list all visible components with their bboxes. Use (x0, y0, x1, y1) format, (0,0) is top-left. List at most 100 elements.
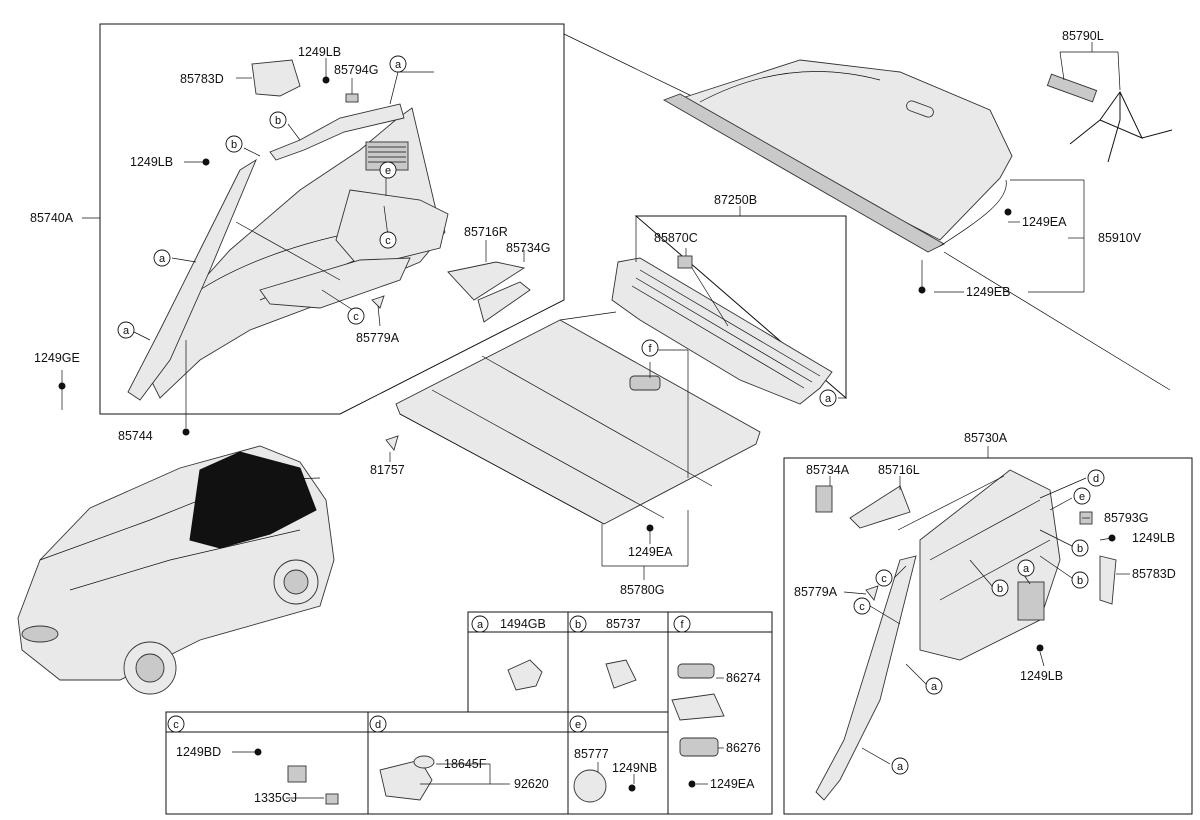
circle-marker-ring (1087, 469, 1105, 487)
circle-marker-b-right-3: b (991, 579, 1009, 597)
screw-1249NB (628, 784, 636, 792)
circle-marker-letter: b (231, 139, 237, 151)
lower-tray (259, 257, 411, 309)
part-label-85716R: 85716R (464, 225, 508, 239)
part-label-85779A-right: 85779A (794, 585, 838, 599)
circle-marker-ring (1071, 571, 1089, 589)
part-label-85910V: 85910V (1098, 231, 1142, 245)
cap-85777 (573, 769, 607, 803)
leader-lines-cargo-cover (921, 179, 1171, 391)
circle-marker-a-right-low: a (925, 677, 943, 695)
scuff-plate-ribs (631, 269, 821, 389)
circle-marker-letter: f (648, 343, 652, 355)
circle-marker-legend-b: b (569, 615, 587, 633)
part-label-87250B: 87250B (714, 193, 757, 207)
circle-marker-letter: f (680, 619, 684, 631)
part-label-legend-a-part: 1494GB (500, 617, 546, 631)
part-label-1249EA-floor: 1249EA (628, 545, 673, 559)
part-label-legend-d-18645F: 18645F (444, 757, 487, 771)
right-storage-pocket (1017, 581, 1045, 621)
leader-lines-toolkit (1059, 42, 1121, 91)
cargo-cover-tonneau (675, 59, 1013, 241)
circle-marker-letter: c (353, 311, 359, 323)
part-label-1249LB-left: 1249LB (130, 155, 173, 169)
part-label-1249EB: 1249EB (966, 285, 1010, 299)
part-label-1249LB-right-upper: 1249LB (1132, 531, 1175, 545)
vehicle-illustration (17, 445, 335, 695)
circle-marker-e-grille: e (379, 161, 397, 179)
legend-part-sketches (254, 659, 725, 805)
side-cover-85716L (849, 485, 911, 529)
nut-plate-sketch (287, 765, 307, 783)
circle-marker-ring (569, 715, 587, 733)
circle-marker-letter: c (859, 601, 865, 613)
upper-trim-strip (269, 103, 405, 161)
luggage-scuff-plate (611, 257, 833, 405)
circle-marker-ring (569, 615, 587, 633)
circle-marker-f-floor: f (641, 339, 659, 357)
circle-marker-letter: b (275, 115, 281, 127)
circle-marker-letter: d (375, 719, 381, 731)
clip-85870C (677, 255, 693, 269)
part-label-legend-f-1249EA: 1249EA (710, 777, 755, 791)
circle-marker-letter: e (1079, 491, 1085, 503)
circle-marker-b-right-2: b (1071, 571, 1089, 589)
bulb-18645F (413, 755, 435, 769)
part-label-85779A-left: 85779A (356, 331, 400, 345)
circle-marker-letter: a (931, 681, 938, 693)
circle-marker-letter: a (159, 253, 166, 265)
circle-marker-letter: a (1023, 563, 1030, 575)
circle-marker-ring (369, 715, 387, 733)
right-pillar-trim (815, 555, 917, 801)
fastener-85744 (182, 428, 190, 436)
circle-marker-b-right-1: b (1071, 539, 1089, 557)
right-luggage-side-trim-panel (919, 469, 1061, 661)
part-label-85730A: 85730A (964, 431, 1008, 445)
clip-85779A-right (865, 585, 879, 601)
floor-board-handle (629, 375, 661, 391)
part-label-legend-e-85777: 85777 (574, 747, 609, 761)
storage-tray (335, 189, 449, 269)
part-label-85794G: 85794G (334, 63, 378, 77)
circle-marker-ring (379, 161, 397, 179)
circle-marker-a-top: a (389, 55, 407, 73)
circle-marker-ring (891, 757, 909, 775)
warning-triangle (1069, 91, 1173, 163)
circle-marker-legend-a: a (471, 615, 489, 633)
circle-marker-legend-d: d (369, 715, 387, 733)
legend-leader-lines (232, 677, 724, 799)
legend-table-top (467, 611, 773, 815)
clip-1494GB-sketch (507, 659, 543, 691)
clip-85794G (345, 93, 359, 103)
circle-marker-letter: c (173, 719, 179, 731)
circle-marker-c-tray: c (379, 231, 397, 249)
circle-marker-c-lower: c (347, 307, 365, 325)
part-label-85780G: 85780G (620, 583, 664, 597)
circle-marker-ring (991, 579, 1009, 597)
circle-marker-c-right-1: c (875, 569, 893, 587)
cover-86274-sketch (677, 663, 715, 679)
part-label-legend-e-1249NB: 1249NB (612, 761, 657, 775)
circle-marker-ring (347, 307, 365, 325)
circle-marker-ring (269, 111, 287, 129)
circle-marker-b-upper: b (269, 111, 287, 129)
circle-marker-ring (819, 389, 837, 407)
cargo-cover-string (939, 179, 1007, 247)
circle-marker-letter: e (385, 165, 391, 177)
part-label-1249LB-top: 1249LB (298, 45, 341, 59)
screw-1249LB-right-lower (1036, 644, 1044, 652)
circle-marker-ring (1071, 539, 1089, 557)
part-label-legend-f-86276: 86276 (726, 741, 761, 755)
screw-1249EA-legend (688, 780, 696, 788)
part-label-85734G: 85734G (506, 241, 550, 255)
tool-kit-bar (1046, 73, 1098, 103)
part-label-legend-f-86274: 86274 (726, 671, 761, 685)
circle-marker-a-right-bottom: a (891, 757, 909, 775)
circle-marker-ring (167, 715, 185, 733)
circle-marker-letter: a (123, 325, 130, 337)
circle-marker-letter: b (997, 583, 1003, 595)
circle-marker-ring (641, 339, 659, 357)
